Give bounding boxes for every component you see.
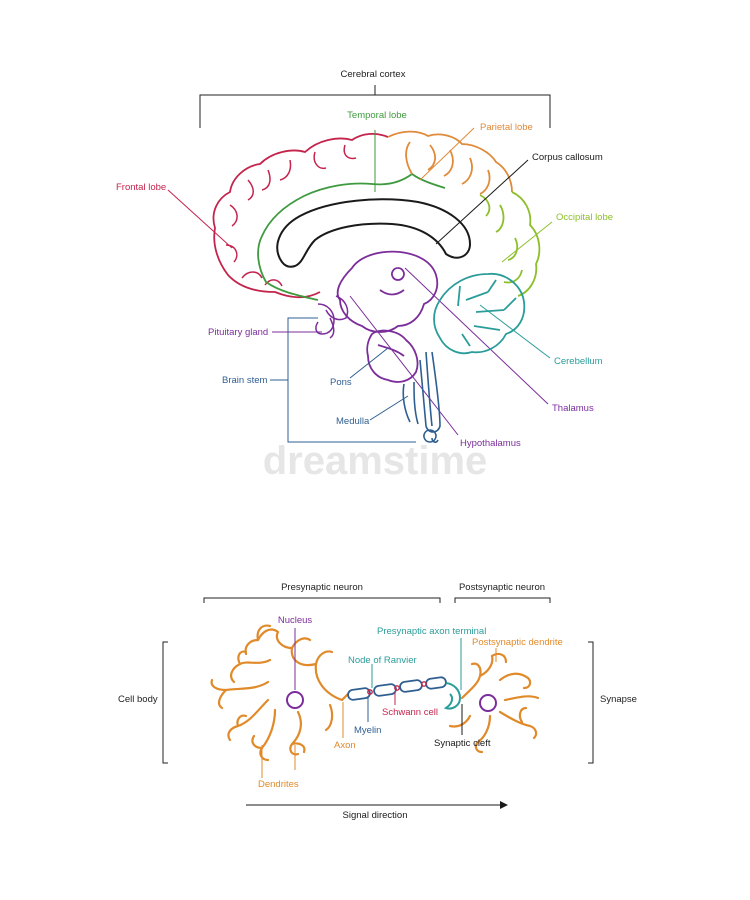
postsynaptic-neuron-bracket — [454, 597, 551, 603]
corpus-callosum-leader — [435, 159, 529, 245]
synaptic-cleft-label: Synaptic cleft — [434, 738, 491, 749]
schwann-cell-label: Schwann cell — [382, 707, 438, 718]
presynaptic-axon-terminal — [443, 682, 462, 710]
medulla-label: Medulla — [336, 416, 370, 427]
myelin-sheath — [347, 676, 447, 701]
axon-line — [341, 693, 349, 701]
neuron-diagram: Presynaptic neuron Postsynaptic neuron C… — [118, 582, 637, 821]
corpus-callosum-label: Corpus callosum — [532, 152, 603, 163]
thalamus-leader — [404, 267, 549, 405]
pituitary-gland-outline — [315, 303, 335, 335]
signal-direction-arrowhead — [500, 801, 508, 809]
cerebral-cortex-label: Cerebral cortex — [341, 69, 406, 80]
myelin-segment — [399, 679, 423, 693]
nucleus-label: Nucleus — [278, 615, 313, 626]
pituitary-gland-label: Pituitary gland — [208, 327, 268, 338]
signal-direction-label: Signal direction — [343, 810, 408, 821]
medulla-outline — [402, 351, 441, 443]
cerebral-cortex-bracket — [199, 85, 551, 128]
myelin-segment — [347, 687, 371, 701]
occipital-lobe-outline — [479, 191, 541, 297]
cerebellum-leader — [479, 304, 551, 359]
frontal-lobe-label: Frontal lobe — [116, 182, 166, 193]
node-of-ranvier-label: Node of Ranvier — [348, 655, 417, 666]
thalamus-outline — [336, 250, 439, 333]
presynaptic-neuron-label: Presynaptic neuron — [281, 582, 363, 593]
brain-diagram: Cerebral cortex Temporal lobe Parietal l… — [116, 69, 613, 449]
schwann-cell-nucleus — [394, 685, 400, 691]
presynaptic-cell-body — [286, 691, 304, 709]
parietal-lobe-leader — [419, 127, 475, 181]
postsynaptic-dendrite-label: Postsynaptic dendrite — [472, 637, 563, 648]
parietal-lobe-outline — [387, 130, 513, 195]
pons-leader — [349, 347, 389, 379]
schwann-cell-nuclei — [367, 681, 427, 695]
temporal-lobe-label: Temporal lobe — [347, 110, 407, 121]
temporal-lobe-outline — [257, 172, 446, 301]
occipital-lobe-leader — [501, 221, 553, 263]
parietal-lobe-label: Parietal lobe — [480, 122, 533, 133]
cell-body-label: Cell body — [118, 694, 158, 705]
postsynaptic-cell-body — [479, 694, 497, 712]
synapse-bracket — [588, 641, 594, 764]
myelin-segment — [373, 683, 397, 697]
hypothalamus-label: Hypothalamus — [460, 438, 521, 449]
postsynaptic-neuron-label: Postsynaptic neuron — [459, 582, 545, 593]
pons-label: Pons — [330, 377, 352, 388]
presynaptic-dendrites — [210, 624, 344, 762]
schwann-cell-nucleus — [421, 681, 427, 687]
synapse-label: Synapse — [600, 694, 637, 705]
myelin-segment — [425, 676, 447, 690]
hypothalamus-outline — [325, 295, 349, 339]
axon-label: Axon — [334, 740, 356, 751]
brain-stem-label: Brain stem — [222, 375, 267, 386]
pons-outline — [366, 329, 419, 383]
occipital-lobe-label: Occipital lobe — [556, 212, 613, 223]
frontal-gyri — [225, 144, 357, 287]
frontal-lobe-leader — [167, 189, 233, 249]
schwann-cell-nucleus — [367, 689, 373, 695]
presynaptic-neuron-bracket — [203, 597, 441, 603]
dendrites-label: Dendrites — [258, 779, 299, 790]
presynaptic-axon-terminal-label: Presynaptic axon terminal — [377, 626, 486, 637]
corpus-callosum-outline — [276, 198, 472, 268]
watermark: dreamstime — [263, 439, 488, 483]
thalamus-label: Thalamus — [552, 403, 594, 414]
frontal-lobe-outline — [212, 133, 389, 299]
myelin-label: Myelin — [354, 725, 381, 736]
cerebellum-label: Cerebellum — [554, 356, 603, 367]
medulla-leader — [369, 395, 409, 421]
cerebellum-outline — [433, 273, 526, 355]
cell-body-bracket — [162, 641, 168, 764]
